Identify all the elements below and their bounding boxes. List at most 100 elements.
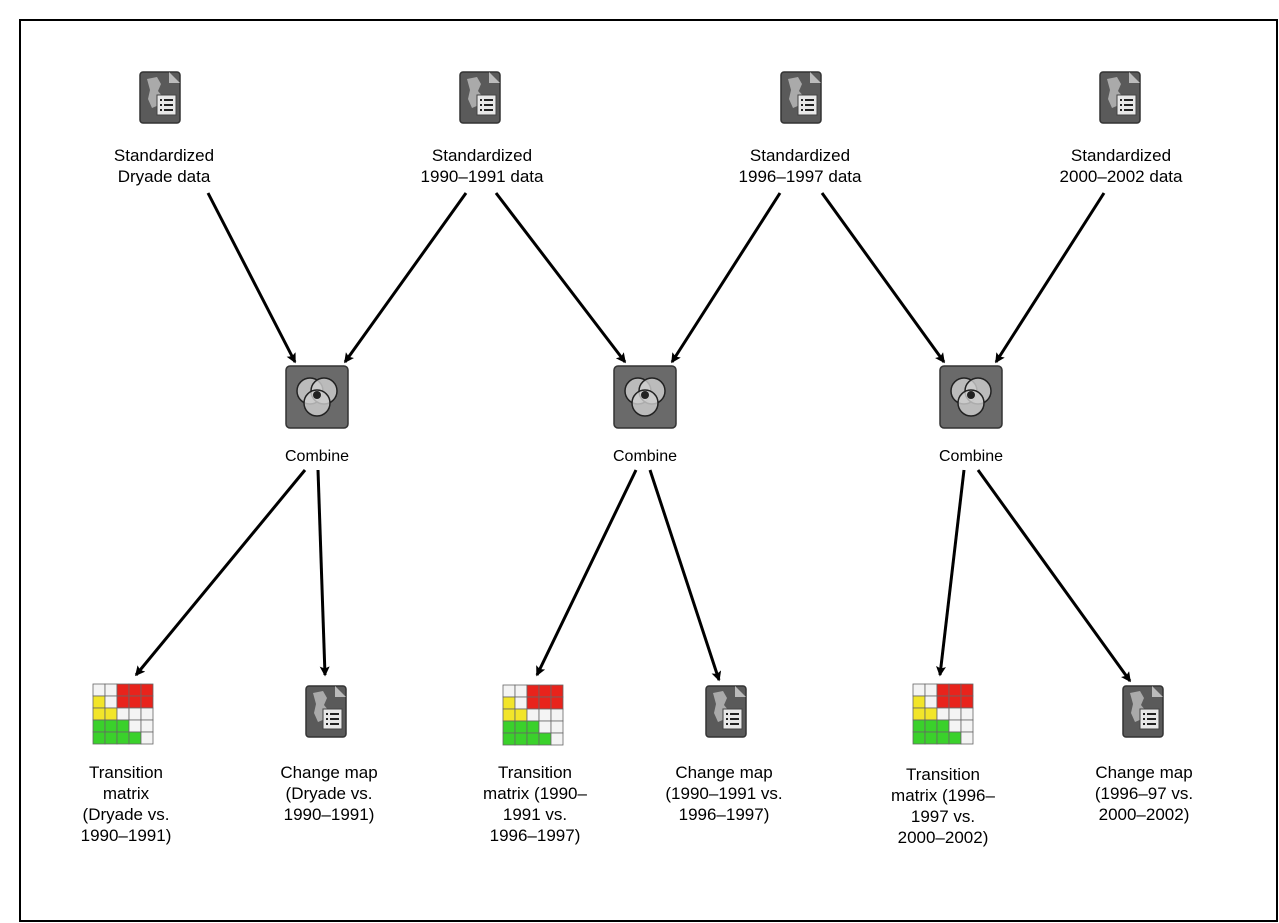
matrix-cell [550, 708, 564, 722]
matrix-cell [526, 732, 540, 746]
matrix-cell [128, 707, 142, 721]
combine-venn-icon [613, 365, 677, 429]
matrix-cell [960, 695, 974, 709]
matrix-cell [116, 695, 130, 709]
matrix-cell [924, 719, 938, 733]
matrix-cell [92, 683, 106, 697]
matrix-cell [912, 731, 926, 745]
matrix-cell [92, 731, 106, 745]
matrix-cell [538, 684, 552, 698]
map-document-icon [1099, 71, 1141, 124]
matrix-cell [116, 683, 130, 697]
matrix-cell [128, 731, 142, 745]
transition-matrix-icon [502, 684, 564, 746]
map-document-icon [1122, 685, 1164, 738]
matrix-cell [550, 696, 564, 710]
diagram-frame [19, 19, 1278, 922]
matrix-cell [924, 731, 938, 745]
matrix-cell [948, 695, 962, 709]
map-document-icon [305, 685, 347, 738]
matrix-cell [936, 683, 950, 697]
arrow-combine-1-to-matrix-1 [134, 469, 307, 677]
arrow-1996-to-combine-3 [820, 192, 946, 364]
matrix-cell [514, 684, 528, 698]
matrix-cell [526, 696, 540, 710]
combine-venn-icon [939, 365, 1003, 429]
matrix-cell [936, 731, 950, 745]
matrix-cell [960, 707, 974, 721]
matrix-cell [92, 695, 106, 709]
matrix-cell [514, 696, 528, 710]
matrix-cell [538, 696, 552, 710]
matrix-cell [104, 695, 118, 709]
matrix-cell [936, 707, 950, 721]
matrix-cell [912, 719, 926, 733]
matrix-cell [912, 683, 926, 697]
matrix-cell [92, 719, 106, 733]
arrow-1990-to-combine-1 [343, 192, 468, 364]
matrix-cell [140, 683, 154, 697]
matrix-cell [912, 707, 926, 721]
matrix-cell [550, 720, 564, 734]
combine-venn-icon [285, 365, 349, 429]
matrix-cell [526, 708, 540, 722]
combine-label-3: Combine [938, 448, 1004, 465]
matrix-cell [514, 720, 528, 734]
matrix-cell [960, 731, 974, 745]
arrow-1996-to-combine-2 [670, 192, 782, 364]
matrix-cell [924, 707, 938, 721]
arrow-combine-1-to-changemap-1 [316, 469, 330, 677]
map-document-icon [459, 71, 501, 124]
arrow-2000-to-combine-3 [994, 192, 1106, 364]
matrix-cell [502, 696, 516, 710]
map-document-icon [705, 685, 747, 738]
matrix-cell [128, 719, 142, 733]
arrow-combine-3-to-changemap-3 [976, 469, 1132, 683]
matrix-cell [140, 707, 154, 721]
matrix-cell [92, 707, 106, 721]
output-label-change-map-3: Change map(1996–97 vs.2000–2002) [1094, 763, 1194, 824]
matrix-cell [550, 732, 564, 746]
matrix-cell [128, 683, 142, 697]
arrow-combine-3-to-matrix-3 [936, 469, 966, 677]
output-label-change-map-2: Change map(1990–1991 vs.1996–1997) [665, 763, 783, 824]
matrix-cell [128, 695, 142, 709]
combine-label-2: Combine [612, 448, 678, 465]
matrix-cell [116, 719, 130, 733]
arrow-combine-2-to-changemap-2 [648, 469, 722, 682]
matrix-cell [538, 708, 552, 722]
matrix-cell [538, 732, 552, 746]
matrix-cell [140, 695, 154, 709]
matrix-cell [960, 683, 974, 697]
matrix-cell [912, 695, 926, 709]
matrix-cell [948, 731, 962, 745]
matrix-cell [526, 684, 540, 698]
matrix-cell [104, 683, 118, 697]
matrix-cell [936, 719, 950, 733]
matrix-cell [116, 731, 130, 745]
matrix-cell [948, 707, 962, 721]
matrix-cell [104, 731, 118, 745]
matrix-cell [514, 708, 528, 722]
matrix-cell [948, 683, 962, 697]
arrow-1990-to-combine-2 [494, 192, 627, 364]
matrix-cell [514, 732, 528, 746]
matrix-cell [502, 720, 516, 734]
arrow-dryade-to-combine-1 [206, 192, 297, 364]
map-document-icon [139, 71, 181, 124]
matrix-cell [502, 684, 516, 698]
output-label-change-map-1: Change map(Dryade vs.1990–1991) [280, 763, 378, 824]
matrix-cell [948, 719, 962, 733]
matrix-cell [140, 719, 154, 733]
arrow-combine-2-to-matrix-2 [535, 469, 638, 677]
matrix-cell [538, 720, 552, 734]
matrix-cell [924, 683, 938, 697]
matrix-cell [140, 731, 154, 745]
